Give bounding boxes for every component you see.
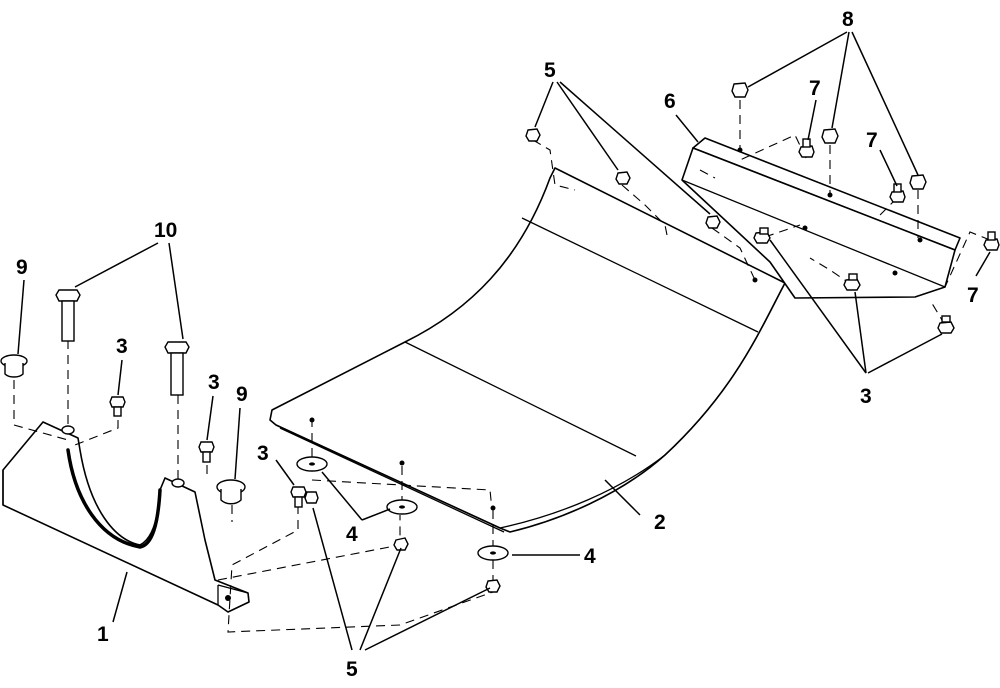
bolt-3-c [290, 486, 307, 508]
leader-lines [17, 31, 991, 651]
callout-3-b: 3 [208, 371, 220, 394]
callout-5-top: 5 [544, 59, 556, 82]
callout-1: 1 [97, 623, 109, 646]
callout-7-a: 7 [809, 77, 821, 100]
washer-4-a [296, 456, 328, 472]
skid-plate [269, 167, 786, 533]
nut-8-a [731, 82, 749, 98]
nut-5-f [705, 215, 721, 229]
callout-3-c: 3 [257, 442, 269, 465]
callout-9-b: 9 [236, 383, 248, 406]
nut-5-e [615, 171, 631, 185]
bolt-3-b [198, 441, 215, 463]
bolt-7-b [889, 183, 906, 203]
bolt-3-f [937, 315, 955, 334]
nut-5-c [485, 579, 501, 593]
hardware [0, 82, 1000, 593]
bolt-3-a [109, 396, 126, 417]
callout-4-b: 4 [584, 545, 596, 568]
callout-6: 6 [664, 90, 676, 113]
callout-4-a: 4 [346, 523, 358, 546]
callout-2: 2 [654, 511, 666, 534]
callout-9-a: 9 [16, 256, 28, 279]
callout-5-bottom: 5 [346, 658, 358, 681]
saddle-mount [2, 421, 250, 613]
callout-7-c: 7 [967, 284, 979, 307]
callout-3-a: 3 [116, 335, 128, 358]
callouts: 1 2 3 3 3 3 4 4 5 5 6 7 7 7 8 9 9 10 [16, 8, 979, 681]
bolt-10-left [55, 289, 81, 342]
nut-5-a [304, 491, 319, 504]
bolt-10-right [164, 341, 190, 396]
bolt-3-e [843, 273, 861, 291]
bolt-7-a [798, 138, 815, 158]
callout-3-d: 3 [860, 385, 872, 408]
nut-8-b [821, 128, 839, 144]
nut-5-b [393, 537, 409, 551]
nut-8-c [909, 174, 927, 190]
washer-4-c [477, 545, 509, 561]
callout-10: 10 [154, 219, 177, 242]
flange-nut-9-left [0, 354, 28, 378]
nut-5-d [525, 128, 541, 142]
bolt-7-c [983, 231, 1000, 251]
bolt-3-d [753, 227, 771, 244]
callout-8: 8 [842, 8, 854, 31]
callout-7-b: 7 [866, 129, 878, 152]
washer-4-b [386, 499, 418, 515]
flange-nut-9-right [216, 479, 246, 505]
